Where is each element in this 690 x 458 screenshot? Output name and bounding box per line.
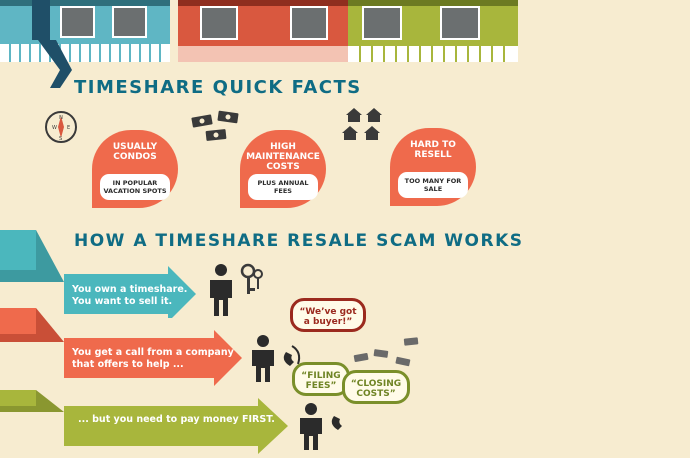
svg-text:E: E	[67, 125, 70, 131]
svg-text:N: N	[59, 115, 63, 121]
step-line: that offers to help ...	[72, 359, 184, 370]
fact-title: HARD TO RESELL	[410, 140, 456, 160]
compass-icon: N W E S	[45, 111, 77, 143]
step-text-2: You get a call from a company that offer…	[72, 347, 234, 371]
fact-badge-condos: USUALLY CONDOS IN POPULAR VACATION SPOTS	[92, 130, 178, 208]
houses-icon	[342, 108, 382, 140]
fact-title: USUALLY CONDOS	[112, 142, 158, 162]
person-with-keys-icon	[210, 263, 263, 316]
fact-badge-maintenance: HIGH MAINTENANCE COSTS PLUS ANNUAL FEES	[240, 130, 326, 208]
fact-subtitle: TOO MANY FOR SALE	[398, 172, 468, 198]
step-arrow-2	[0, 308, 242, 386]
svg-text:S: S	[59, 136, 62, 142]
step-line: You get a call from a company	[72, 347, 234, 358]
step-text-3: ... but you need to pay money FIRST.	[78, 414, 275, 425]
person-on-phone-icon	[252, 335, 301, 382]
svg-text:W: W	[52, 125, 57, 131]
speech-bubble-closing: “CLOSING COSTS”	[342, 370, 410, 404]
money-icon	[191, 110, 239, 141]
step-arrow-1	[0, 230, 196, 318]
fact-subtitle: IN POPULAR VACATION SPOTS	[100, 174, 170, 200]
fact-subtitle: PLUS ANNUAL FEES	[248, 174, 318, 200]
step-text-1: You own a timeshare. You want to sell it…	[72, 284, 187, 308]
fact-title: HIGH MAINTENANCE COSTS	[246, 142, 320, 172]
step-line: You own a timeshare.	[72, 284, 188, 295]
money-icon	[353, 337, 419, 367]
fact-badge-resell: HARD TO RESELL TOO MANY FOR SALE	[390, 128, 476, 206]
speech-bubble-filing: “FILING FEES”	[292, 362, 350, 396]
houses-banner	[0, 0, 518, 62]
ribbon-decoration	[38, 40, 72, 88]
step-line: You want to sell it.	[72, 296, 173, 307]
step-arrow-3	[0, 390, 288, 454]
scam-works-heading: HOW A TIMESHARE RESALE SCAM WORKS	[74, 231, 524, 251]
speech-bubble-buyer: “We’ve got a buyer!”	[290, 298, 366, 332]
quick-facts-heading: TIMESHARE QUICK FACTS	[74, 77, 362, 98]
person-on-phone-icon	[300, 403, 342, 450]
